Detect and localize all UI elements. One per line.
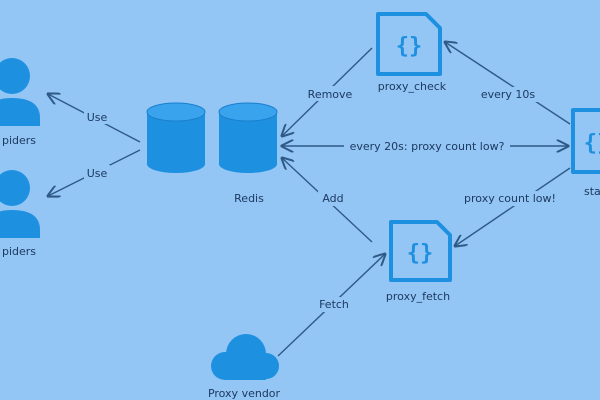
proxy-vendor-cloud-icon [211,334,279,380]
start-label: sta [584,185,600,198]
proxy-fetch-file-icon: {} [389,220,452,282]
every-10s-arrow [445,42,571,125]
remove-label: Remove [308,88,353,101]
proxy-check-file-icon: {} [376,12,442,76]
use-label-bottom: Use [87,167,108,180]
start-file-icon: {} [571,108,600,174]
fetch-label: Fetch [319,298,349,311]
proxy-fetch-label: proxy_fetch [386,290,450,303]
add-label: Add [322,192,343,205]
proxy-vendor-label: Proxy vendor [208,387,281,400]
spider-user-icon [0,170,40,238]
svg-text:{}: {} [396,34,423,59]
spider-user-icon [0,58,40,126]
every-20s-label: every 20s: proxy count low? [350,140,505,153]
svg-text:{}: {} [584,131,600,156]
redis-database-icon [146,102,206,173]
every-10s-label: every 10s [481,88,536,101]
proxy-check-label: proxy_check [378,80,447,93]
spiders-label-bottom: piders [2,245,36,258]
use-label-top: Use [87,111,108,124]
spiders-label-top: piders [2,134,36,147]
redis-database-icon [218,102,278,173]
redis-label: Redis [234,192,264,205]
proxy-count-low-label: proxy count low! [464,192,556,205]
proxy-count-low-arrow [455,167,571,246]
svg-text:{}: {} [407,241,434,266]
